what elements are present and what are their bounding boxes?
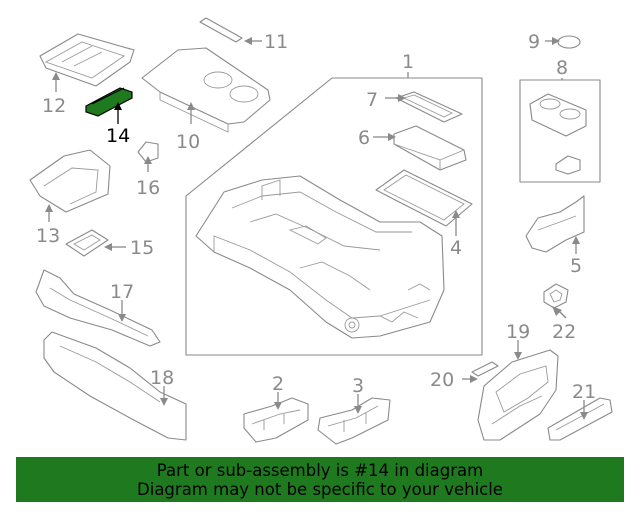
callout-3: 3 xyxy=(352,375,364,397)
part-20-plate xyxy=(471,361,499,377)
banner-line-1: Part or sub-assembly is #14 in diagram xyxy=(156,461,484,480)
part-19-rear-console xyxy=(477,349,559,441)
callout-17: 17 xyxy=(110,281,134,303)
callout-9: 9 xyxy=(528,31,540,53)
banner-line-2: Diagram may not be specific to your vehi… xyxy=(137,480,503,499)
part-4-mat xyxy=(375,169,473,227)
callout-6: 6 xyxy=(358,127,370,149)
callout-22: 22 xyxy=(552,321,576,343)
callout-13: 13 xyxy=(36,225,60,247)
part-12-lid xyxy=(39,33,135,87)
parts-diagram: 1 2 3 4 5 6 7 8 9 10 11 12 13 14 15 16 1… xyxy=(29,17,613,445)
part-8-cupholder xyxy=(529,93,587,175)
part-15-clip xyxy=(65,229,109,257)
callout-4: 4 xyxy=(450,237,462,259)
part-7-liner xyxy=(395,91,463,123)
callout-1: 1 xyxy=(402,51,414,73)
part-10-bin xyxy=(141,47,271,133)
part-2-bracket xyxy=(243,397,309,443)
info-banner: Part or sub-assembly is #14 in diagram D… xyxy=(16,457,624,502)
part-22-switch xyxy=(543,283,569,309)
callout-18: 18 xyxy=(150,367,174,389)
part-16-bracket xyxy=(137,141,159,163)
callout-19: 19 xyxy=(506,321,530,343)
callout-8: 8 xyxy=(556,57,568,79)
callout-2: 2 xyxy=(272,373,284,395)
part-21-trim xyxy=(547,397,613,441)
part-6-tray xyxy=(393,125,467,171)
callout-15: 15 xyxy=(130,237,154,259)
console-body xyxy=(195,175,445,339)
callout-16: 16 xyxy=(136,177,160,199)
callout-7: 7 xyxy=(366,89,378,111)
part-11-strip xyxy=(199,17,243,43)
callout-5: 5 xyxy=(570,255,582,277)
part-13-bracket xyxy=(29,149,111,213)
part-9-ring xyxy=(557,35,581,49)
part-3-bracket xyxy=(317,397,391,445)
part-18-panel xyxy=(43,331,187,441)
part-14-pad xyxy=(85,87,133,117)
part-5-bracket xyxy=(525,195,585,253)
callout-10: 10 xyxy=(176,131,200,153)
callout-20: 20 xyxy=(430,369,454,391)
leaders xyxy=(45,37,588,420)
callout-21: 21 xyxy=(572,381,596,403)
callout-12: 12 xyxy=(42,95,66,117)
part-17-trim xyxy=(35,269,161,347)
callout-14: 14 xyxy=(106,125,130,147)
callout-11: 11 xyxy=(264,31,288,53)
